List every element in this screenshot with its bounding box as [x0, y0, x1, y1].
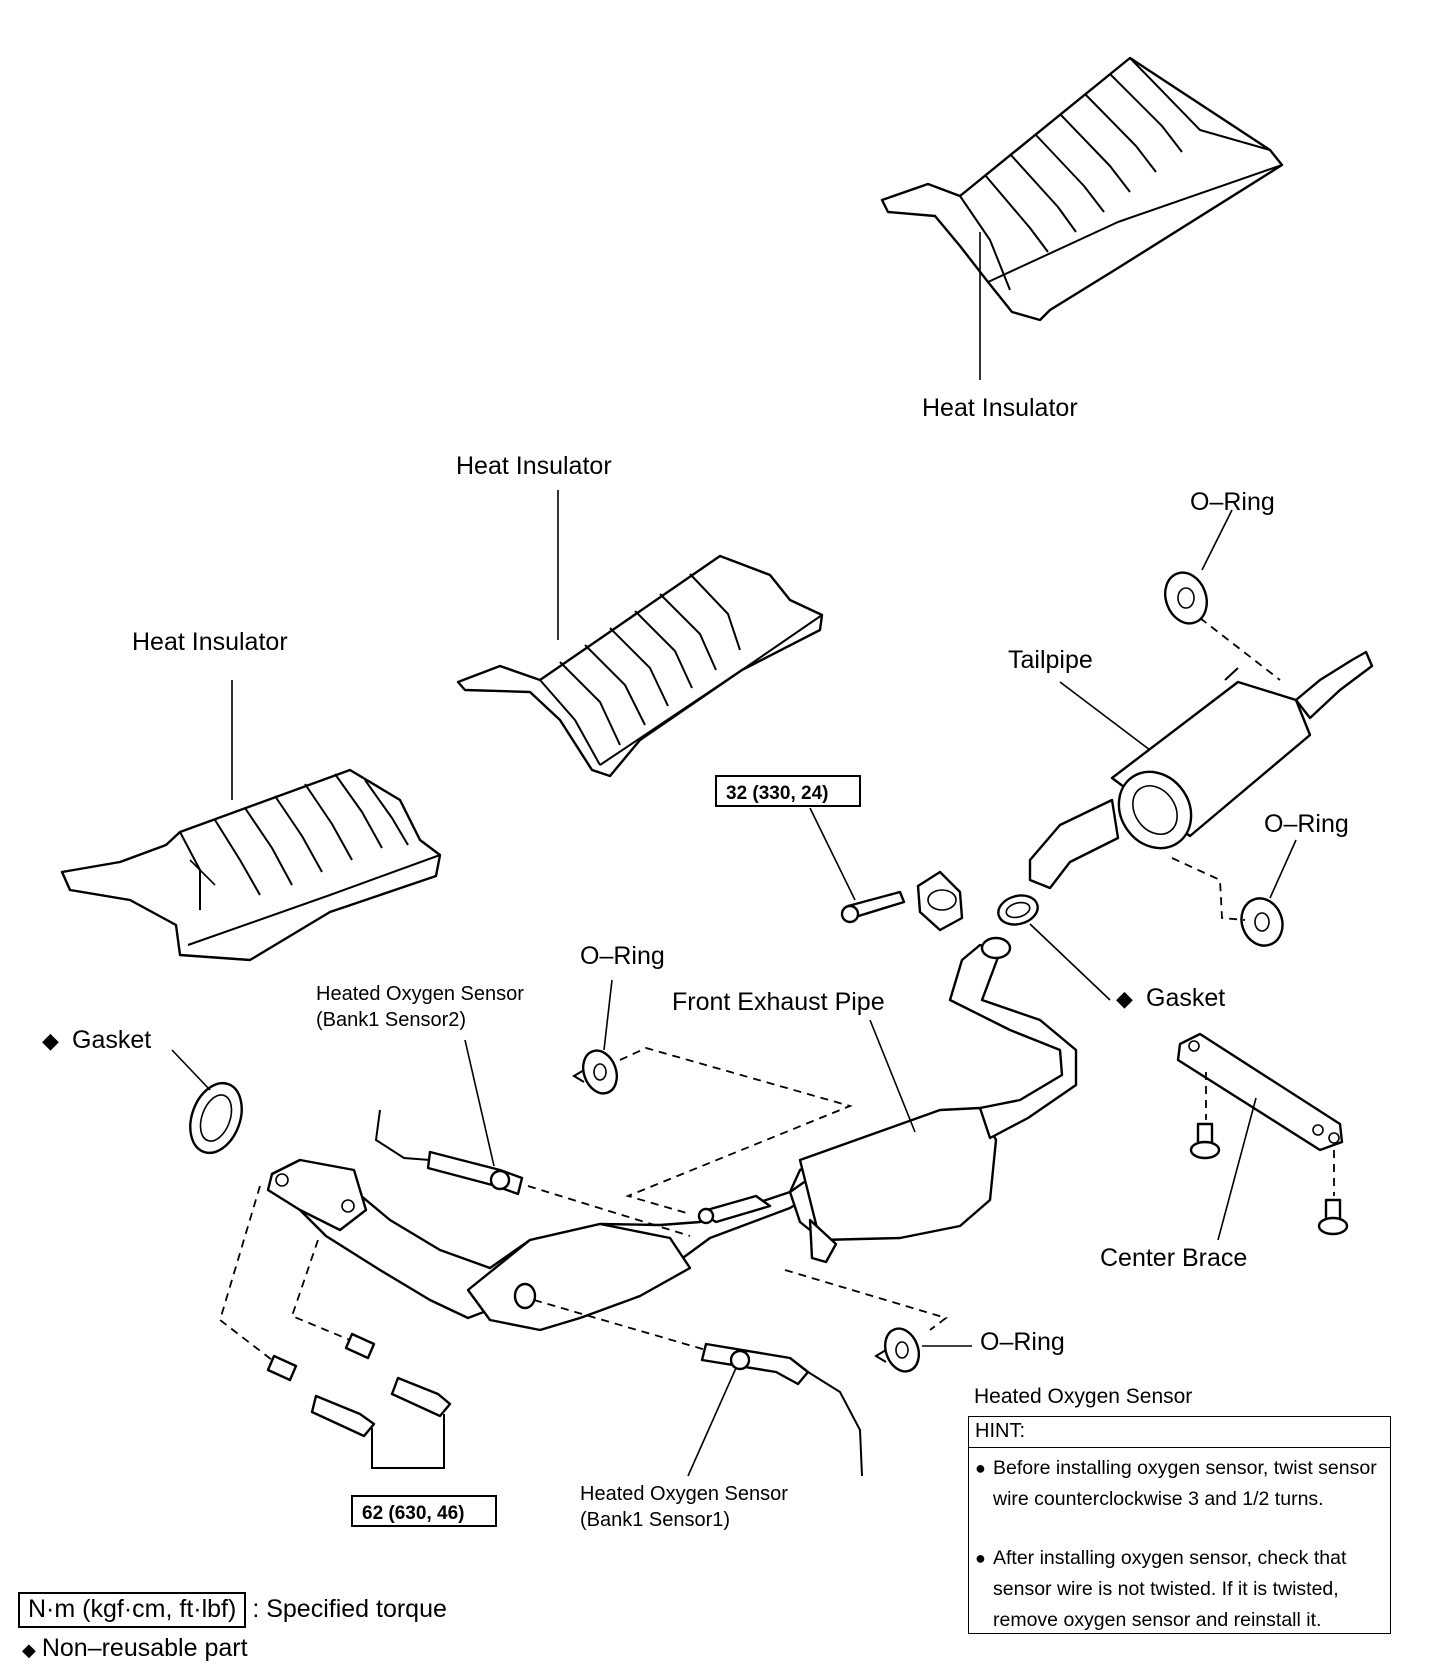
legend-torque: N·m (kgf·cm, ft·lbf): Specified torque: [18, 1592, 447, 1628]
label-heat-insulator-left: Heat Insulator: [132, 628, 288, 656]
hint-divider: [969, 1447, 1390, 1448]
o-ring-top: [1164, 571, 1208, 625]
hint-item-text: Before installing oxygen sensor, twist s…: [993, 1457, 1377, 1510]
center-brace: [1176, 1032, 1344, 1152]
label-sensor1-line1: Heated Oxygen Sensor: [580, 1483, 788, 1505]
label-sensor2-line1: Heated Oxygen Sensor: [316, 983, 524, 1005]
heat-insulator-left: [60, 768, 442, 962]
torque-manifold-value: 62 (630, 46): [362, 1503, 464, 1524]
o-ring-right: [1240, 897, 1284, 947]
torque-box-manifold: 62 (630, 46): [351, 1495, 497, 1527]
label-heat-insulator-middle: Heat Insulator: [456, 452, 612, 480]
heat-insulator-top: [880, 56, 1284, 322]
legend-torque-desc: : Specified torque: [252, 1595, 447, 1623]
front-exhaust-pipe: [266, 936, 1078, 1332]
torque-clamp-value: 32 (330, 24): [726, 783, 828, 804]
hint-item-text: After installing oxygen sensor, check th…: [993, 1547, 1347, 1631]
label-sensor1-line2: (Bank1 Sensor1): [580, 1509, 730, 1531]
non-reusable-marker-right: ◆: [1116, 986, 1133, 1011]
o-ring-center: [572, 1049, 619, 1095]
heat-insulator-middle: [456, 554, 824, 778]
legend-torque-unit: N·m (kgf·cm, ft·lbf): [18, 1592, 247, 1628]
center-brace-bolt-right: [1317, 1198, 1349, 1236]
label-sensor2-line2: (Bank1 Sensor2): [316, 1009, 466, 1031]
hint-box: HINT: ● Before installing oxygen sensor,…: [968, 1416, 1391, 1634]
hint-item: ● After installing oxygen sensor, check …: [975, 1543, 1386, 1636]
legend-non-reusable-text: Non–reusable part: [41, 1634, 248, 1662]
label-o-ring-center: O–Ring: [580, 942, 665, 970]
hint-item: ● Before installing oxygen sensor, twist…: [975, 1453, 1386, 1515]
bullet-icon: ●: [975, 1548, 986, 1568]
torque-box-clamp: 32 (330, 24): [715, 775, 861, 807]
oxygen-sensor-bank1-sensor1: [700, 1342, 863, 1477]
label-gasket-left: Gasket: [72, 1026, 151, 1054]
gasket-left: [189, 1081, 243, 1155]
clamp: [840, 870, 964, 932]
label-gasket-right: Gasket: [1146, 984, 1225, 1012]
label-o-ring-top: O–Ring: [1190, 488, 1275, 516]
oxygen-sensor-bank1-sensor2: [374, 1109, 524, 1196]
o-ring-lower: [874, 1327, 921, 1373]
label-front-exhaust-pipe: Front Exhaust Pipe: [672, 988, 885, 1016]
manifold-bolts: [266, 1332, 452, 1438]
center-brace-bolt-left: [1189, 1122, 1221, 1160]
gasket-right: [997, 894, 1039, 926]
non-reusable-icon: ◆: [22, 1640, 36, 1660]
non-reusable-marker-left: ◆: [42, 1028, 59, 1053]
label-center-brace: Center Brace: [1100, 1244, 1247, 1272]
label-o-ring-right: O–Ring: [1264, 810, 1349, 838]
legend-non-reusable: ◆Non–reusable part: [22, 1634, 248, 1663]
label-tailpipe: Tailpipe: [1008, 646, 1093, 674]
bullet-icon: ●: [975, 1458, 986, 1478]
label-o-ring-lower: O–Ring: [980, 1328, 1065, 1356]
hint-caption: Heated Oxygen Sensor: [974, 1385, 1193, 1408]
label-heat-insulator-top: Heat Insulator: [922, 394, 1078, 422]
tailpipe-assembly: [1028, 650, 1374, 890]
hint-title: HINT:: [975, 1420, 1025, 1442]
